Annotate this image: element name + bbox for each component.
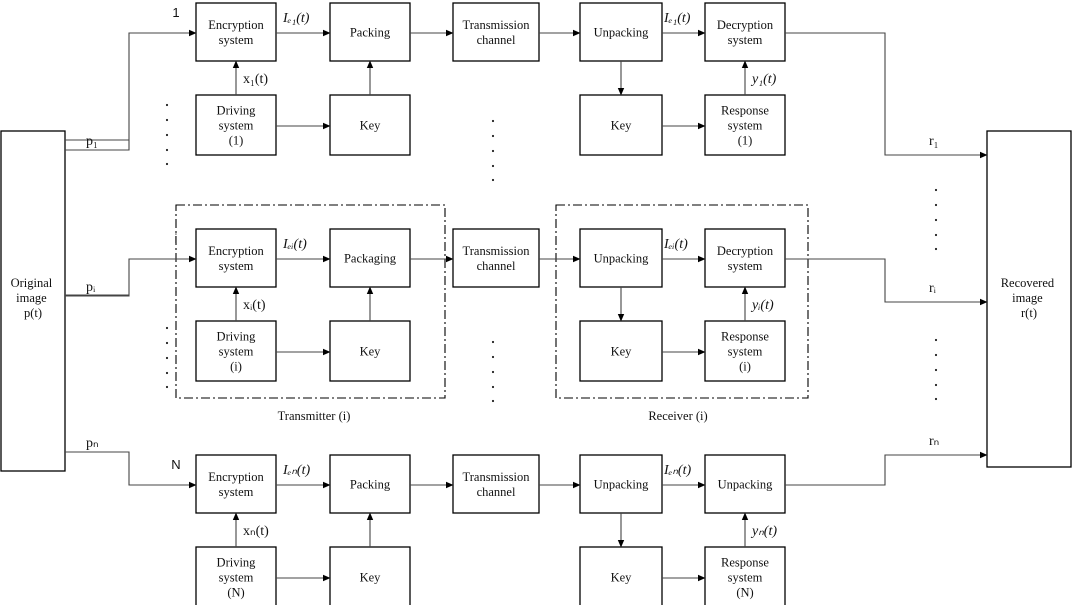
receiver-caption: Receiver (i) xyxy=(648,409,707,423)
encrypted-signal-label: Iₑᵢ(t) xyxy=(282,237,307,252)
unpacking-box xyxy=(579,2,663,62)
transmitter-frame xyxy=(175,204,446,399)
row-index-label: 1 xyxy=(172,5,179,20)
unpacking-box-label: Unpacking xyxy=(594,478,650,492)
unpacking-box xyxy=(579,454,663,514)
rx-key-box-label: Key xyxy=(611,119,633,133)
input-label: pₙ xyxy=(86,436,99,451)
tx-key-box-label: Key xyxy=(360,119,382,133)
transmission-channel-box xyxy=(452,2,540,62)
response-signal-label: yₙ(t) xyxy=(750,524,777,539)
driving-system-box xyxy=(195,546,277,605)
response-signal-label: yᵢ(t) xyxy=(750,298,774,313)
output-arrow xyxy=(785,32,988,159)
received-signal-label: Iₑ₁(t) xyxy=(663,11,691,26)
packing-box-label: Packaging xyxy=(344,252,397,266)
tx-key-box xyxy=(329,320,411,382)
rx-key-box-label: Key xyxy=(611,571,633,585)
response-signal-label: y₁(t) xyxy=(750,72,777,87)
rx-key-box xyxy=(579,320,663,382)
driving-signal-label: x₁(t) xyxy=(243,72,268,87)
encrypted-signal-label: Iₑₙ(t) xyxy=(282,463,310,478)
response-system-box xyxy=(704,94,786,156)
encryption-box xyxy=(195,2,277,62)
unpacking-box-label: Unpacking xyxy=(594,252,650,266)
recovered-image-label: Recovered image r(t) xyxy=(1001,276,1058,320)
packing-box xyxy=(329,2,411,62)
transmission-channel-box xyxy=(452,228,540,288)
input-label: pᵢ xyxy=(86,280,96,295)
input-arrow xyxy=(65,451,197,489)
transmission-channel-box xyxy=(452,454,540,514)
received-signal-label: Iₑₙ(t) xyxy=(663,463,691,478)
original-image-label: Original image p(t) xyxy=(11,276,56,320)
receiver-frame xyxy=(555,204,809,399)
decryption-box-label: Unpacking xyxy=(718,478,774,492)
ellipsis-dots xyxy=(165,103,938,403)
unpacking-box-label: Unpacking xyxy=(594,26,650,40)
row-index-label: i xyxy=(175,231,178,246)
packing-box-label: Packing xyxy=(350,478,391,492)
transmitter-caption: Transmitter (i) xyxy=(278,409,351,423)
original-image-box xyxy=(0,130,66,472)
decryption-box xyxy=(704,2,786,62)
rx-key-box-label: Key xyxy=(611,345,633,359)
output-arrow xyxy=(785,258,988,306)
decryption-box xyxy=(704,454,786,514)
decryption-box xyxy=(704,228,786,288)
tx-key-box-label: Key xyxy=(360,345,382,359)
encrypted-signal-label: Iₑ₁(t) xyxy=(282,11,310,26)
output-label: rₙ xyxy=(929,434,939,449)
encryption-box xyxy=(195,228,277,288)
encryption-box xyxy=(195,454,277,514)
input-arrow xyxy=(65,29,197,151)
packing-box xyxy=(329,228,411,288)
input-arrow xyxy=(65,255,197,297)
driving-signal-label: xᵢ(t) xyxy=(243,298,266,313)
received-signal-label: Iₑᵢ(t) xyxy=(663,237,688,252)
output-label: r₁ xyxy=(929,134,939,149)
row-index-label: N xyxy=(171,457,180,472)
rx-key-box xyxy=(579,94,663,156)
output-label: rᵢ xyxy=(929,281,937,296)
driving-system-box xyxy=(195,94,277,156)
input-label: p₁ xyxy=(86,134,98,149)
tx-key-box-label: Key xyxy=(360,571,382,585)
tx-key-box xyxy=(329,546,411,605)
response-system-box xyxy=(704,320,786,382)
driving-signal-label: xₙ(t) xyxy=(243,524,269,539)
packing-box-label: Packing xyxy=(350,26,391,40)
output-arrow xyxy=(785,451,988,486)
